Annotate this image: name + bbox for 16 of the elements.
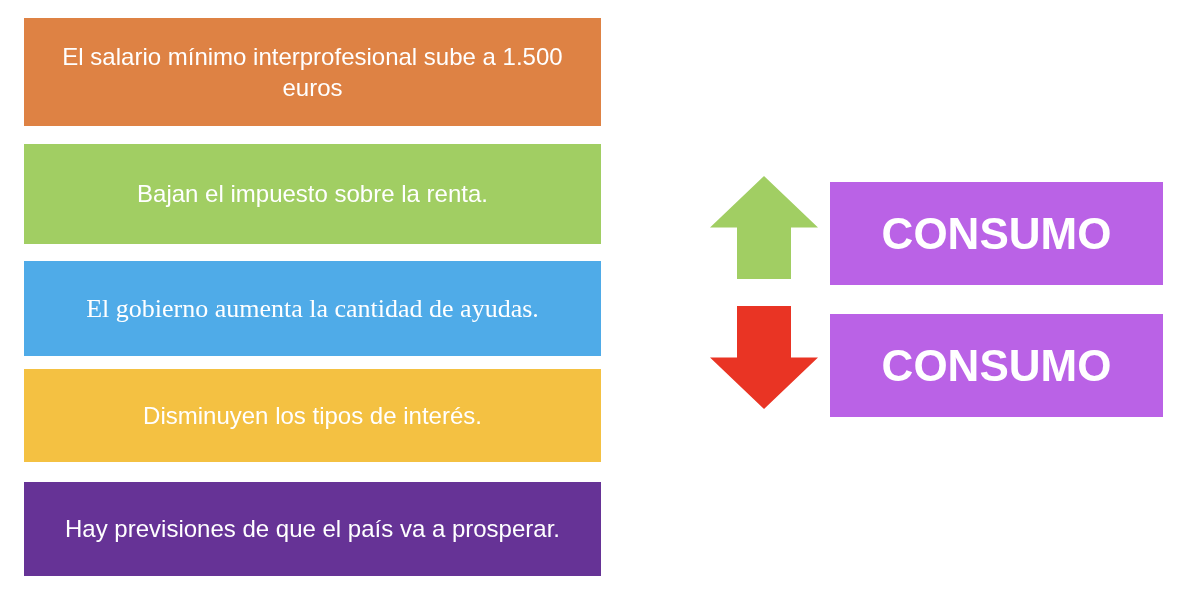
statement-box bbox=[24, 261, 601, 356]
consumption-box bbox=[830, 314, 1163, 417]
statement-text: Hay previsiones de que el país va a prosperar. bbox=[65, 514, 560, 545]
statement-box bbox=[24, 369, 601, 462]
statement-box bbox=[24, 144, 601, 244]
consumption-box bbox=[830, 182, 1163, 285]
consumption-text: CONSUMO bbox=[881, 339, 1112, 392]
statement-box bbox=[24, 482, 601, 576]
statement-box bbox=[24, 18, 601, 126]
down-arrow-icon bbox=[710, 306, 818, 409]
statement-text: Disminuyen los tipos de interés. bbox=[143, 400, 482, 431]
consumption-text: CONSUMO bbox=[881, 207, 1112, 260]
statement-text: El salario mínimo interprofesional sube a 1.500 euros bbox=[61, 41, 564, 103]
statement-text: El gobierno aumenta la cantidad de ayudas. bbox=[86, 292, 539, 325]
up-arrow-icon bbox=[710, 176, 818, 279]
statement-text: Bajan el impuesto sobre la renta. bbox=[137, 179, 488, 210]
